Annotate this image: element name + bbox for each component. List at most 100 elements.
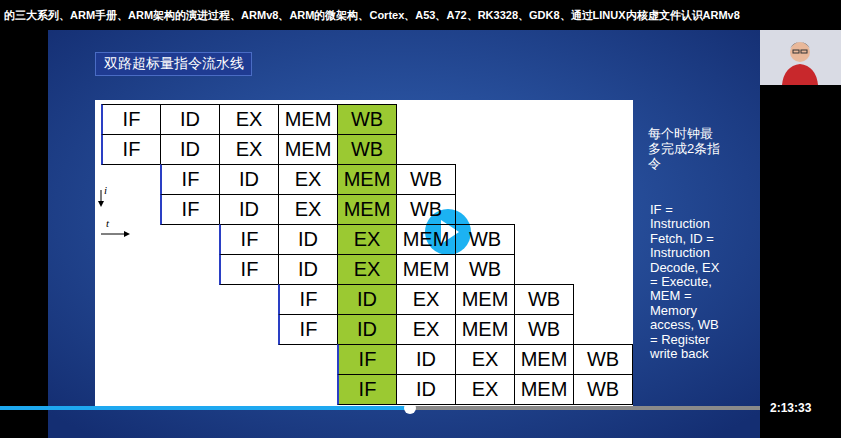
pipeline-stage: MEM <box>396 224 456 255</box>
stage-name: EX <box>413 318 440 341</box>
pipeline-stage: MEM <box>514 344 574 375</box>
stage-name: IF <box>359 378 377 401</box>
pipeline-stage: IF <box>278 314 338 345</box>
pipeline-stage: IF <box>337 344 397 375</box>
stage-name: WB <box>469 228 501 251</box>
stage-name: MEM <box>462 288 509 311</box>
stage-name: MEM <box>521 348 568 371</box>
pipeline-stage: IF <box>101 104 161 135</box>
stage-name: ID <box>180 108 200 131</box>
stage-name: ID <box>298 258 318 281</box>
person-hair <box>790 42 810 48</box>
webcam-thumb <box>760 30 841 85</box>
stage-name: WB <box>469 258 501 281</box>
pipeline-stage: EX <box>219 104 279 135</box>
pipeline-stage: MEM <box>396 254 456 285</box>
stage-name: ID <box>416 378 436 401</box>
pipeline-stage: EX <box>278 164 338 195</box>
stage-name: MEM <box>403 258 450 281</box>
pipeline-stage: WB <box>573 374 633 405</box>
stage-name: MEM <box>462 318 509 341</box>
stage-name: MEM <box>344 198 391 221</box>
stage-name: MEM <box>403 228 450 251</box>
stage-name: WB <box>587 378 619 401</box>
stage-name: IF <box>182 198 200 221</box>
pipeline-stage: WB <box>455 254 515 285</box>
pipeline-stage: IF <box>219 224 279 255</box>
person-head <box>790 42 810 62</box>
axis-label: i <box>104 184 107 196</box>
pipeline-stage: EX <box>455 374 515 405</box>
pipeline-stage: ID <box>278 224 338 255</box>
pipeline-stage: ID <box>219 194 279 225</box>
stage-name: WB <box>528 288 560 311</box>
stage-name: WB <box>410 168 442 191</box>
pipeline-stage: MEM <box>514 374 574 405</box>
pipeline-stage: EX <box>455 344 515 375</box>
stage-name: EX <box>236 138 263 161</box>
slide-ground <box>48 30 760 438</box>
stage-name: IF <box>300 318 318 341</box>
stage-name: EX <box>295 198 322 221</box>
pipeline-stage: MEM <box>278 134 338 165</box>
stage-name: EX <box>472 378 499 401</box>
stage-name: MEM <box>344 168 391 191</box>
pipeline-stage: EX <box>337 224 397 255</box>
pipeline-stage: IF <box>101 134 161 165</box>
axis-arrow <box>101 234 127 235</box>
time-stamp: 2:13:33 <box>770 401 811 415</box>
stage-name: EX <box>354 228 381 251</box>
stage-name: WB <box>351 108 383 131</box>
pipeline-stage: WB <box>396 164 456 195</box>
arrow-head <box>124 231 130 237</box>
pipeline-stage: MEM <box>337 194 397 225</box>
pipeline-stage: ID <box>396 374 456 405</box>
pipeline-stage: ID <box>337 284 397 315</box>
pipeline-stage: EX <box>219 134 279 165</box>
stage-name: ID <box>239 198 259 221</box>
progress-thumb <box>404 402 416 414</box>
pipeline-stage: ID <box>278 254 338 285</box>
pipeline-stage: WB <box>337 134 397 165</box>
pipeline-stage: IF <box>160 194 220 225</box>
pipeline-stage: ID <box>160 104 220 135</box>
stage-name: WB <box>587 348 619 371</box>
stage-name: IF <box>300 288 318 311</box>
pipeline-stage: MEM <box>455 284 515 315</box>
pipeline-stage: WB <box>455 224 515 255</box>
progress-rest <box>410 406 760 410</box>
stage-name: WB <box>410 198 442 221</box>
stage-name: ID <box>180 138 200 161</box>
pipeline-stage: ID <box>219 164 279 195</box>
pipeline-stage: WB <box>337 104 397 135</box>
stage-name: ID <box>357 318 377 341</box>
pipeline-stage: ID <box>396 344 456 375</box>
pipeline-stage: ID <box>160 134 220 165</box>
pipeline-stage: WB <box>573 344 633 375</box>
stage-name: MEM <box>521 378 568 401</box>
stage-name: ID <box>298 228 318 251</box>
stage-name: MEM <box>285 138 332 161</box>
stage-name: IF <box>182 168 200 191</box>
stage-name: EX <box>354 258 381 281</box>
glasses <box>801 50 807 53</box>
stage-name: WB <box>351 138 383 161</box>
stage-name: IF <box>359 348 377 371</box>
webcam-ground <box>760 30 841 85</box>
stage-name: IF <box>241 228 259 251</box>
stage-name: EX <box>472 348 499 371</box>
stage-name: ID <box>357 288 377 311</box>
video-title: 的三大系列、ARM手册、ARM架构的演进过程、ARMv8、ARM的微架构、Cor… <box>4 8 740 23</box>
axis-label: t <box>106 217 109 229</box>
stage-name: EX <box>236 108 263 131</box>
stage-name: IF <box>123 138 141 161</box>
pipeline-stage: IF <box>337 374 397 405</box>
stage-name: ID <box>416 348 436 371</box>
pipeline-stage: WB <box>396 194 456 225</box>
stage-name: MEM <box>285 108 332 131</box>
stage-name: EX <box>413 288 440 311</box>
pipeline-stage: MEM <box>278 104 338 135</box>
table-panel <box>95 100 633 410</box>
